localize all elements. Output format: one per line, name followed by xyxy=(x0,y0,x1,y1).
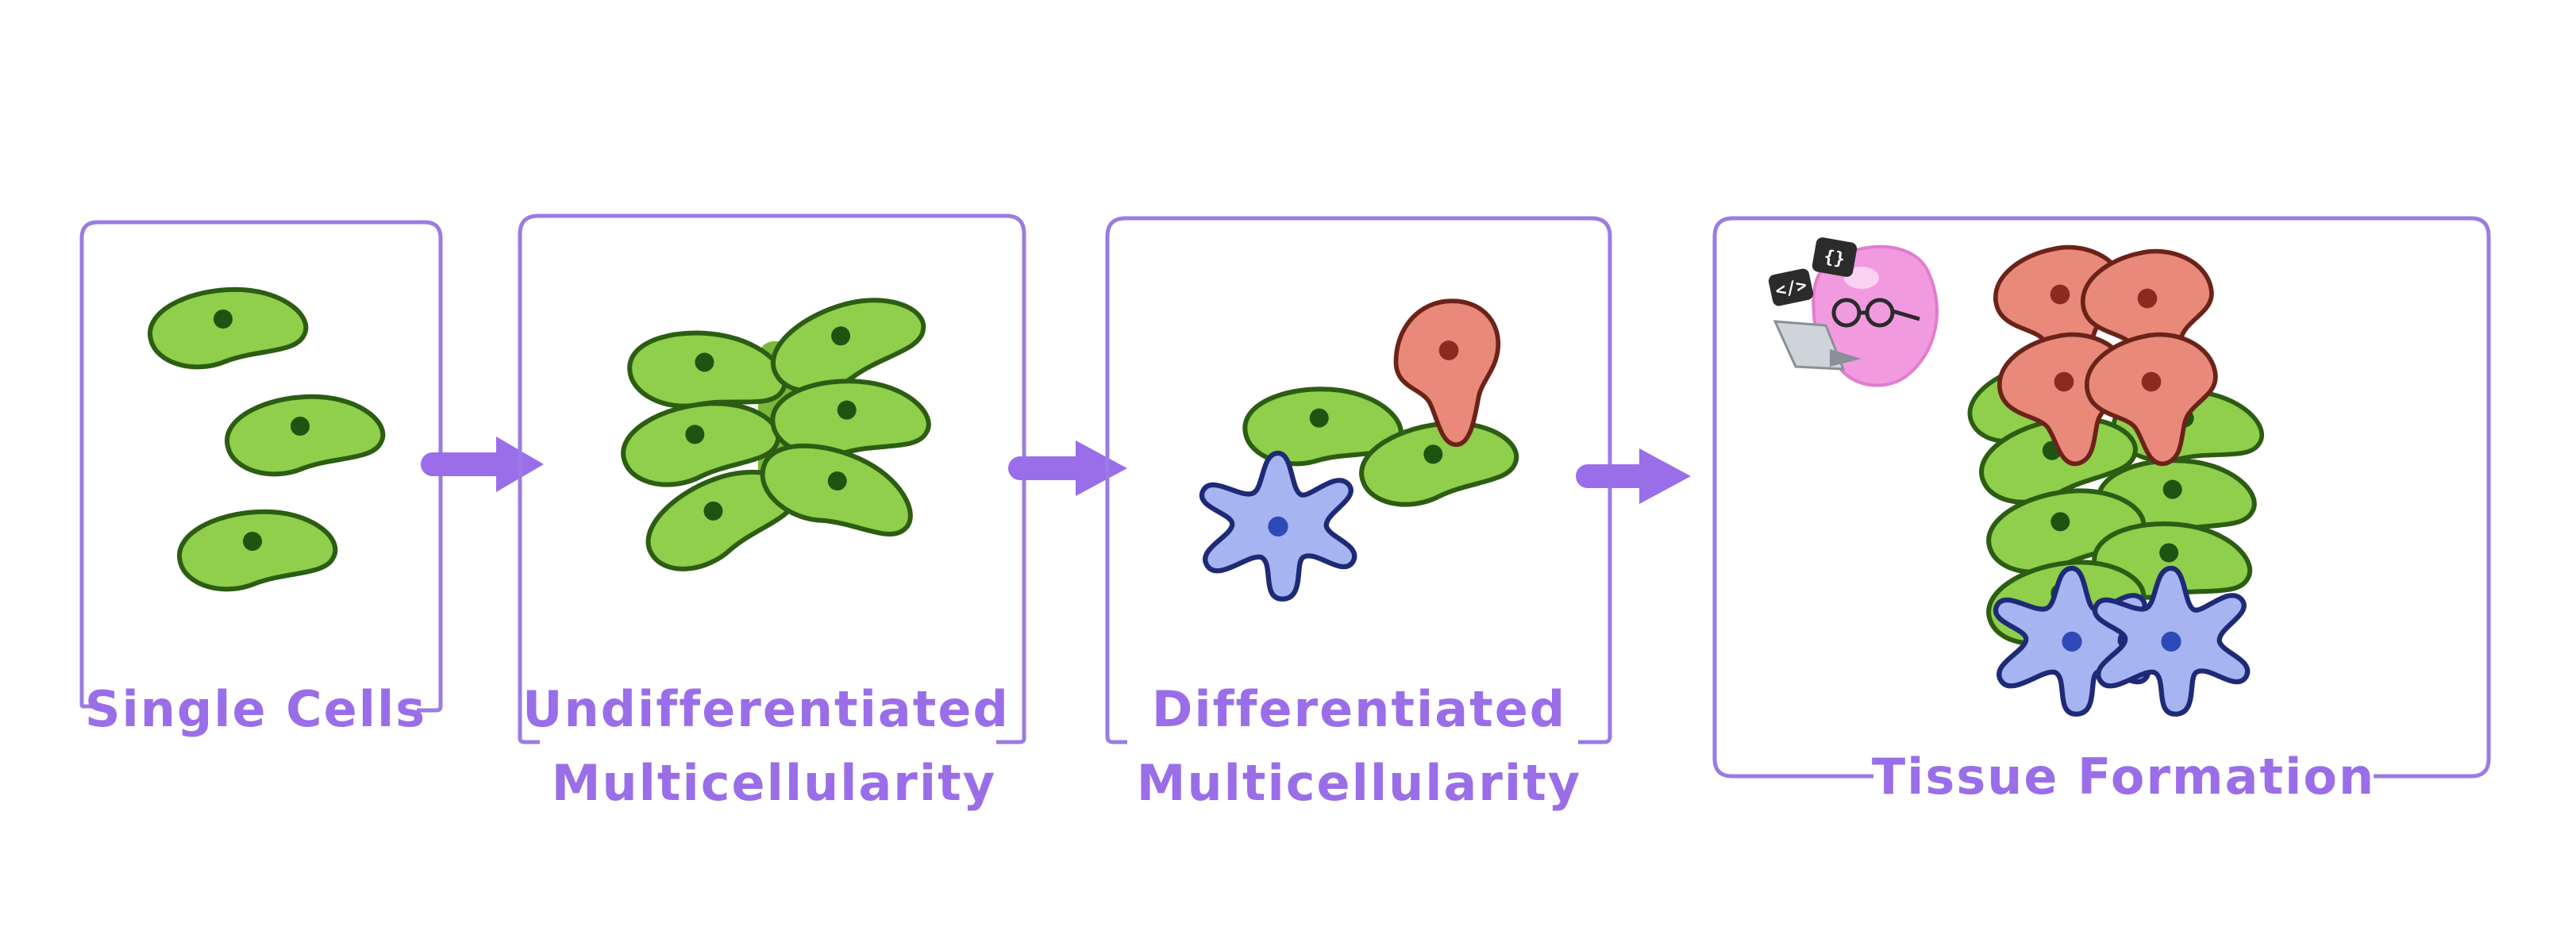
blue-cell xyxy=(1202,453,1354,599)
arrow-right xyxy=(1576,448,1691,504)
panel-frame xyxy=(1712,216,2491,779)
mascot: </> {} xyxy=(1768,237,1939,387)
panel-label: Multicellularity xyxy=(552,754,996,812)
panel-label: Tissue Formation xyxy=(1872,748,2375,806)
panel-single-cells: Single Cells xyxy=(79,220,443,738)
svg-text:{}: {} xyxy=(1823,247,1846,270)
panel-differentiated: Differentiated Multicellularity xyxy=(1105,216,1612,812)
tissue-cluster xyxy=(1963,248,2267,714)
code-badge-icon: </> xyxy=(1768,268,1814,306)
panel-frame xyxy=(79,220,443,713)
red-cell xyxy=(1396,301,1499,444)
green-cell xyxy=(179,512,335,590)
arrow-right xyxy=(421,437,544,492)
panel-label: Undifferentiated xyxy=(522,680,1010,738)
panel-label: Single Cells xyxy=(85,680,426,738)
panel-frame xyxy=(1105,216,1612,744)
braces-badge-icon: {} xyxy=(1812,237,1858,277)
green-cell xyxy=(150,290,306,367)
panel-label: Differentiated xyxy=(1152,680,1566,738)
panel-frame xyxy=(518,213,1026,744)
panel-label: Multicellularity xyxy=(1137,754,1581,812)
arrow-right xyxy=(1008,440,1127,496)
green-cell xyxy=(227,397,383,475)
cell-cluster xyxy=(619,286,933,581)
panel-undifferentiated: Undifferentiated Multicellularity xyxy=(518,213,1026,812)
cell-cluster xyxy=(1202,301,1520,599)
mascot-body xyxy=(1812,244,1939,387)
panel-tissue: </> {} xyxy=(1712,216,2491,806)
